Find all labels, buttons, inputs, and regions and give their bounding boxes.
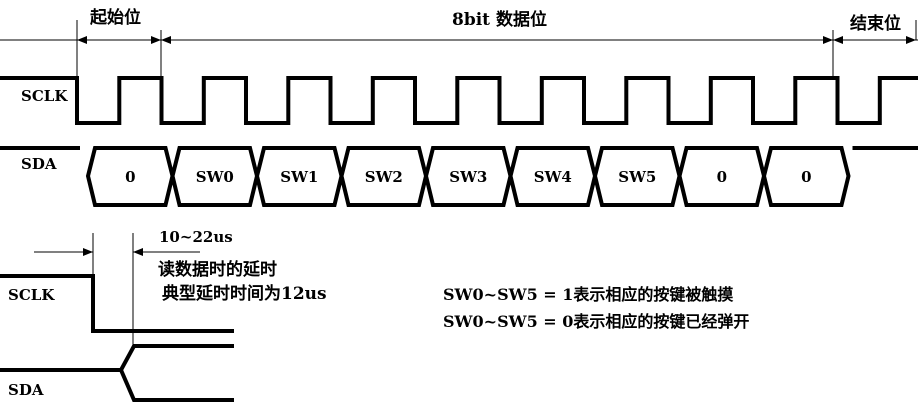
sda-cell — [761, 146, 851, 207]
data-bits-label: 8bit 数据位 — [452, 9, 547, 30]
legend-touched: SW0~SW5 = 1表示相应的按键被触摸 — [443, 285, 733, 304]
delay-arrow-right — [133, 248, 143, 256]
delay-range-label: 10~22us — [159, 228, 233, 246]
delay-note-line2: 典型延时时间为12us — [162, 283, 327, 304]
start-bit-arrow-right — [151, 36, 161, 44]
sda-cell-label: SW0 — [196, 168, 234, 186]
legend-released: SW0~SW5 = 0表示相应的按键已经弹开 — [443, 312, 749, 331]
sda-cell-label: SW1 — [280, 168, 318, 186]
detail-sda-waveform-high — [0, 344, 234, 372]
sda-cell-label: SW5 — [618, 168, 656, 186]
stop-bit-arrow-right — [906, 36, 916, 44]
sclk-waveform — [0, 76, 918, 125]
sclk-label: SCLK — [21, 87, 68, 105]
detail-sda-label: SDA — [8, 381, 44, 399]
delay-note-line1: 读数据时的延时 — [158, 259, 277, 280]
sda-cell-label: SW2 — [365, 168, 403, 186]
detail-sclk-label: SCLK — [8, 286, 55, 304]
detail-sda-waveform-low — [119, 369, 234, 402]
data-bits-arrow-left — [161, 36, 171, 44]
sda-cell-label: 0 — [717, 168, 727, 186]
sda-cell-label: SW3 — [449, 168, 487, 186]
sda-cell-label: 0 — [801, 168, 811, 186]
sda-label: SDA — [21, 155, 57, 173]
sda-cell-label: SW4 — [534, 168, 572, 186]
start-bit-arrow-left — [77, 36, 87, 44]
data-bits-arrow-right — [823, 36, 833, 44]
stop-bit-arrow-left — [833, 36, 843, 44]
detail-sclk-waveform — [0, 274, 234, 333]
sda-bus: 0 SW0 SW1 SW2 SW3 SW4 SW5 0 0 — [0, 146, 918, 207]
delay-arrow-left — [83, 248, 93, 256]
start-bit-label: 起始位 — [89, 7, 141, 28]
stop-bit-label: 结束位 — [850, 13, 901, 34]
sda-cell-label: 0 — [125, 168, 135, 186]
